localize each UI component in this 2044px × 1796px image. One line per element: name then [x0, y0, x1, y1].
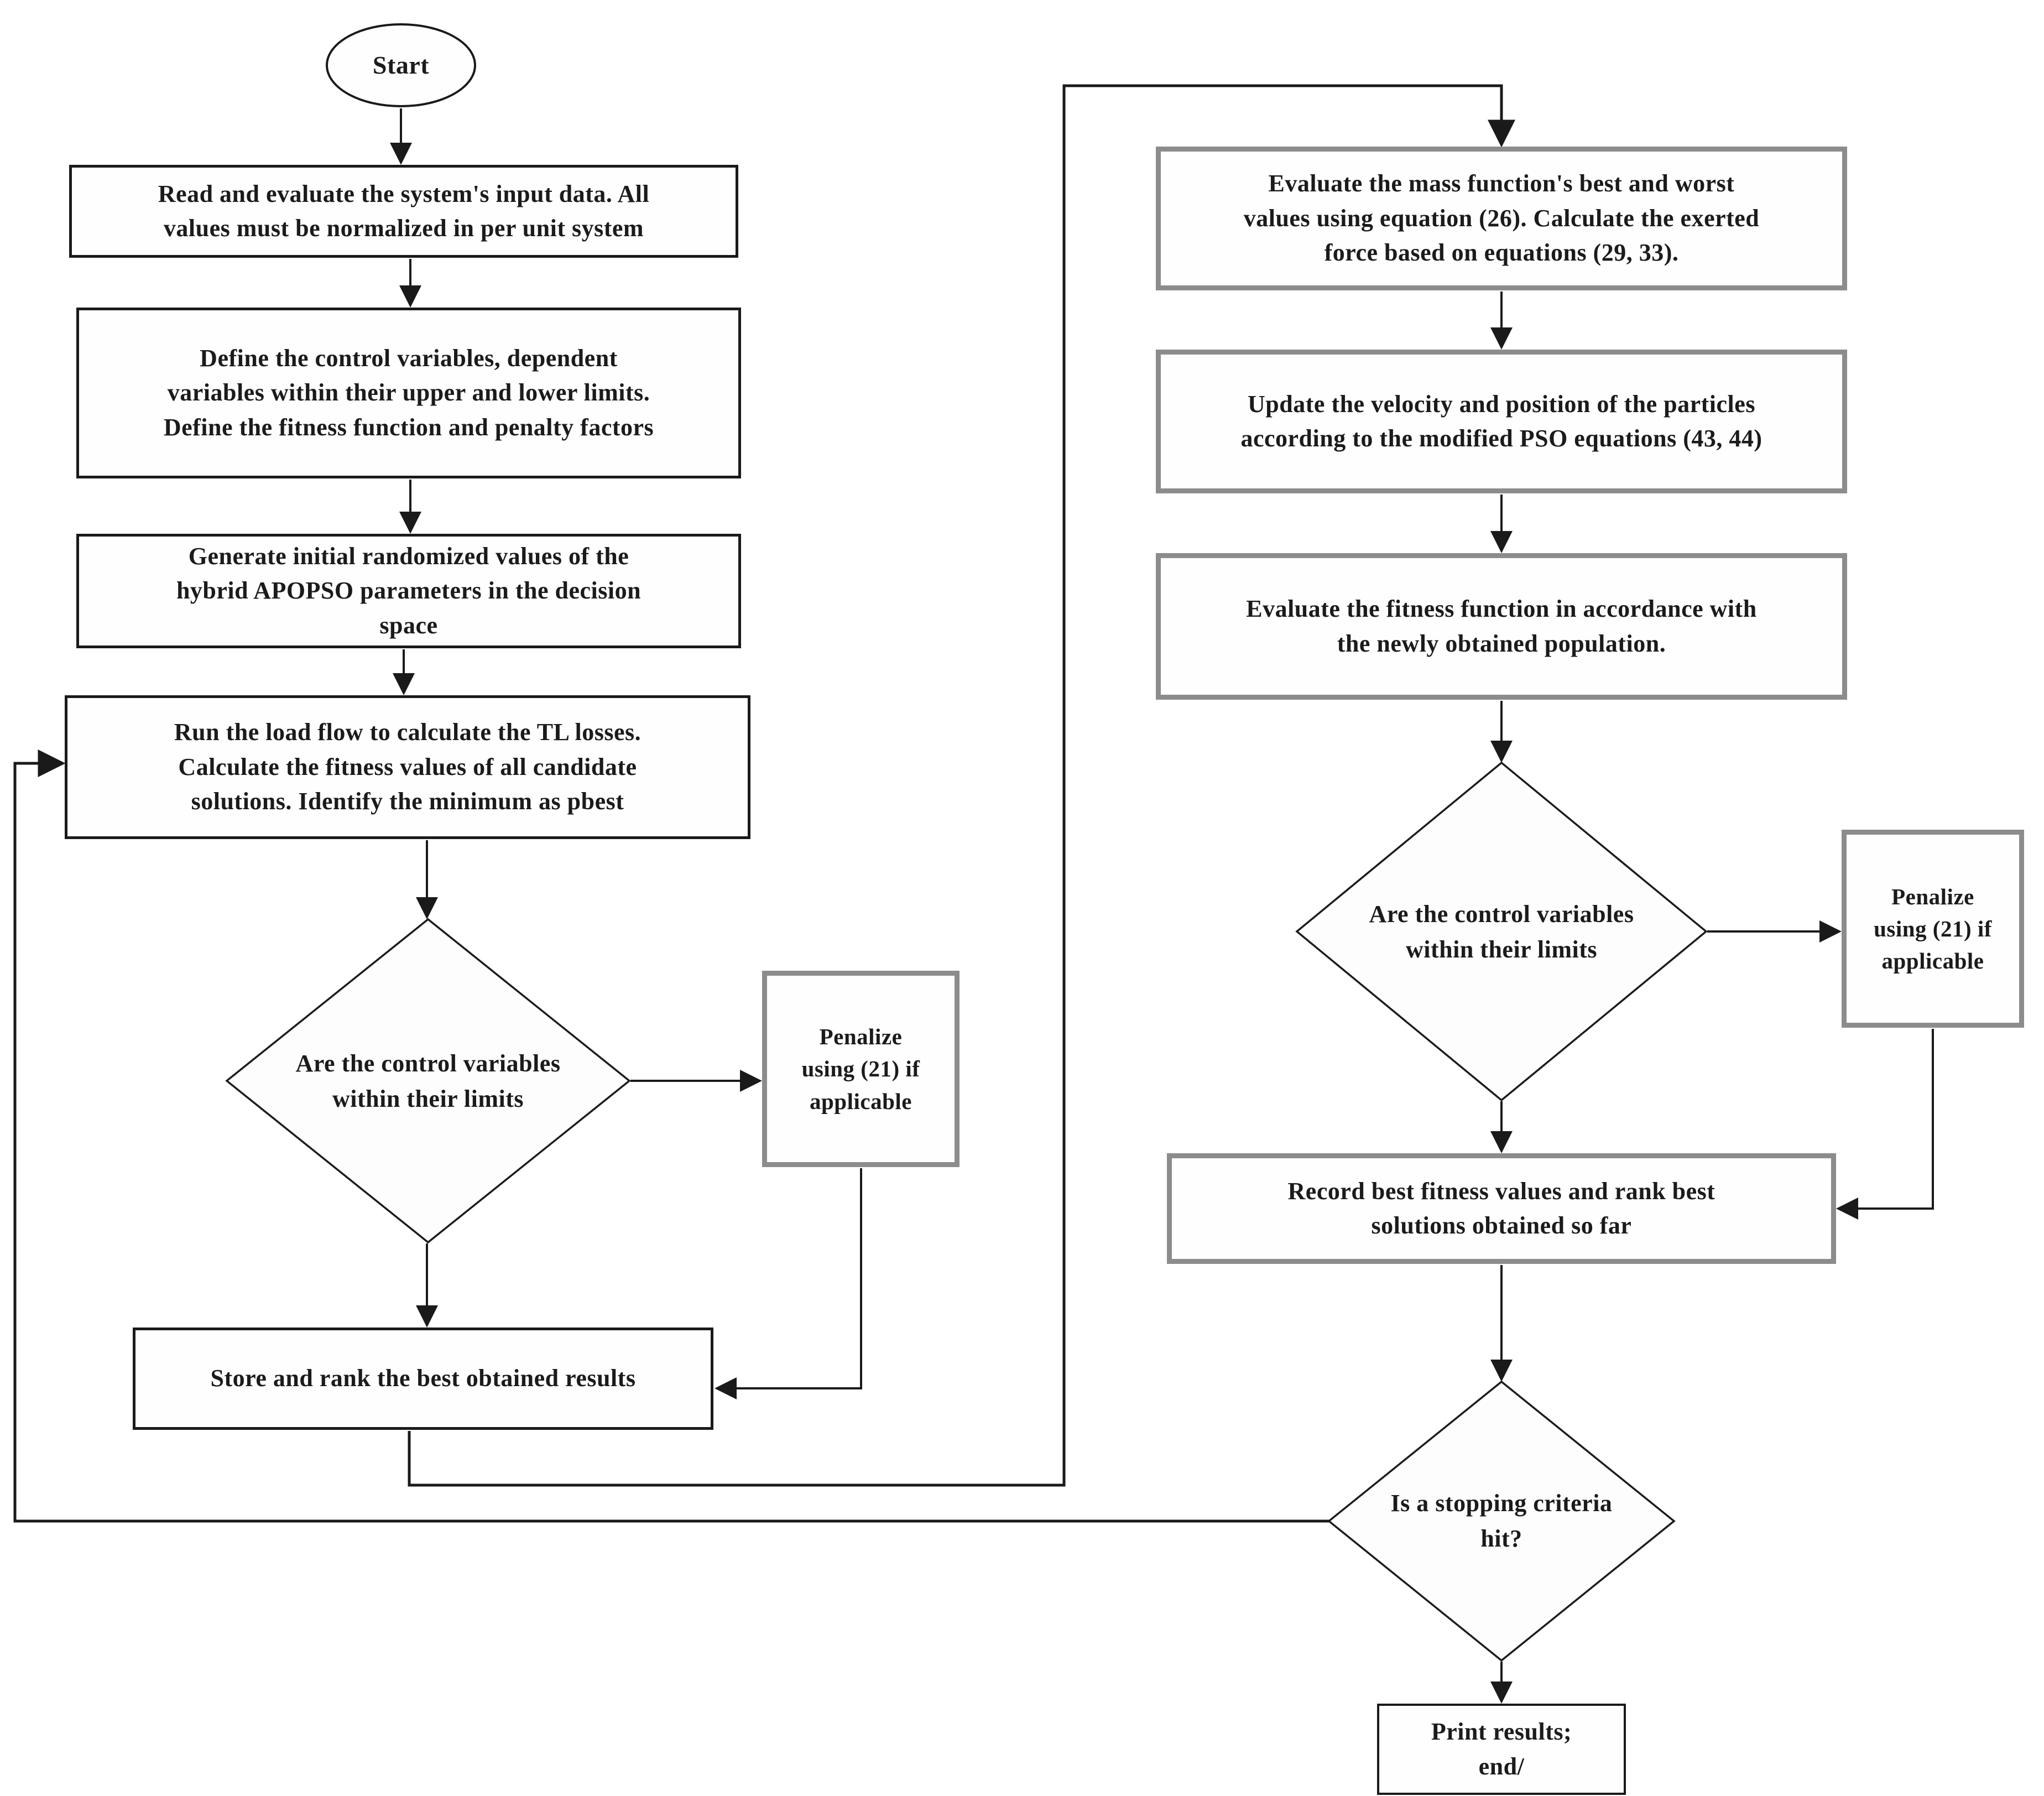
- process-evaluate-fitness: Evaluate the fitness function in accorda…: [1156, 553, 1847, 700]
- process-penalize-1: Penalize using (21) if applicable: [762, 971, 960, 1167]
- edge-penalize2-to-record: [1836, 1029, 1934, 1220]
- process-evaluate-mass: Evaluate the mass function's best and wo…: [1156, 147, 1847, 290]
- decision-limits-1-shape: [225, 918, 631, 1244]
- decision-limits-1-label: Are the control variables within their l…: [295, 1050, 561, 1112]
- process-run-load-flow: Run the load flow to calculate the TL lo…: [65, 695, 750, 839]
- edge-penalize1-to-store: [715, 1168, 862, 1399]
- decision-stopping-shape: [1327, 1380, 1676, 1662]
- process-penalize-2: Penalize using (21) if applicable: [1842, 830, 2024, 1028]
- decision-limits-2-label: Are the control variables within their l…: [1369, 900, 1634, 963]
- process-record-best: Record best fitness values and rank best…: [1167, 1153, 1836, 1264]
- terminator-print-results: Print results; end/: [1377, 1704, 1626, 1795]
- edge-store-to-evalmass: [408, 84, 1515, 1487]
- edge-stopping-loop-to-loadflow: [13, 749, 1329, 1523]
- start-terminator: Start: [326, 23, 476, 107]
- process-store-rank: Store and rank the best obtained results: [133, 1328, 713, 1430]
- decision-stopping-label: Is a stopping criteria hit?: [1390, 1490, 1613, 1552]
- process-define-variables: Define the control variables, dependent …: [76, 308, 741, 478]
- process-read-input: Read and evaluate the system's input dat…: [69, 165, 738, 258]
- process-update-velocity: Update the velocity and position of the …: [1156, 350, 1847, 493]
- decision-limits-2-shape: [1295, 761, 1708, 1102]
- process-generate-initial: Generate initial randomized values of th…: [76, 534, 741, 648]
